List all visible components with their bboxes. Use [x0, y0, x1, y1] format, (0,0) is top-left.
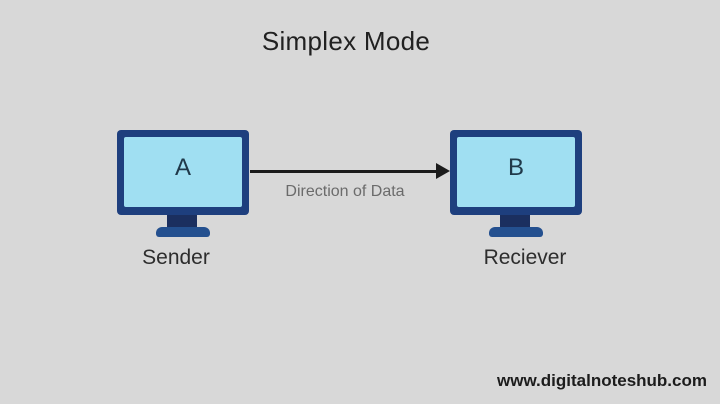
sender-computer: A — [117, 130, 249, 240]
sender-monitor-stand-base — [156, 227, 210, 237]
data-flow-arrow-label: Direction of Data — [285, 183, 405, 200]
receiver-computer: B — [450, 130, 582, 240]
diagram-title: Simplex Mode — [261, 26, 431, 56]
sender-monitor-screen: A — [124, 137, 242, 207]
sender-caption: Sender — [142, 246, 210, 269]
arrow-head-icon — [436, 163, 450, 179]
receiver-monitor-frame: B — [450, 130, 582, 215]
receiver-node-label: B — [507, 154, 524, 181]
sender-monitor-frame: A — [117, 130, 249, 215]
receiver-monitor-screen: B — [457, 137, 575, 207]
data-flow-arrow-line — [250, 170, 438, 173]
watermark-url: www.digitalnoteshub.com — [497, 371, 707, 390]
receiver-caption: Reciever — [483, 246, 567, 269]
sender-node-label: A — [174, 154, 191, 181]
receiver-monitor-stand-neck — [500, 215, 530, 229]
receiver-monitor-stand-base — [489, 227, 543, 237]
sender-monitor-stand-neck — [167, 215, 197, 229]
